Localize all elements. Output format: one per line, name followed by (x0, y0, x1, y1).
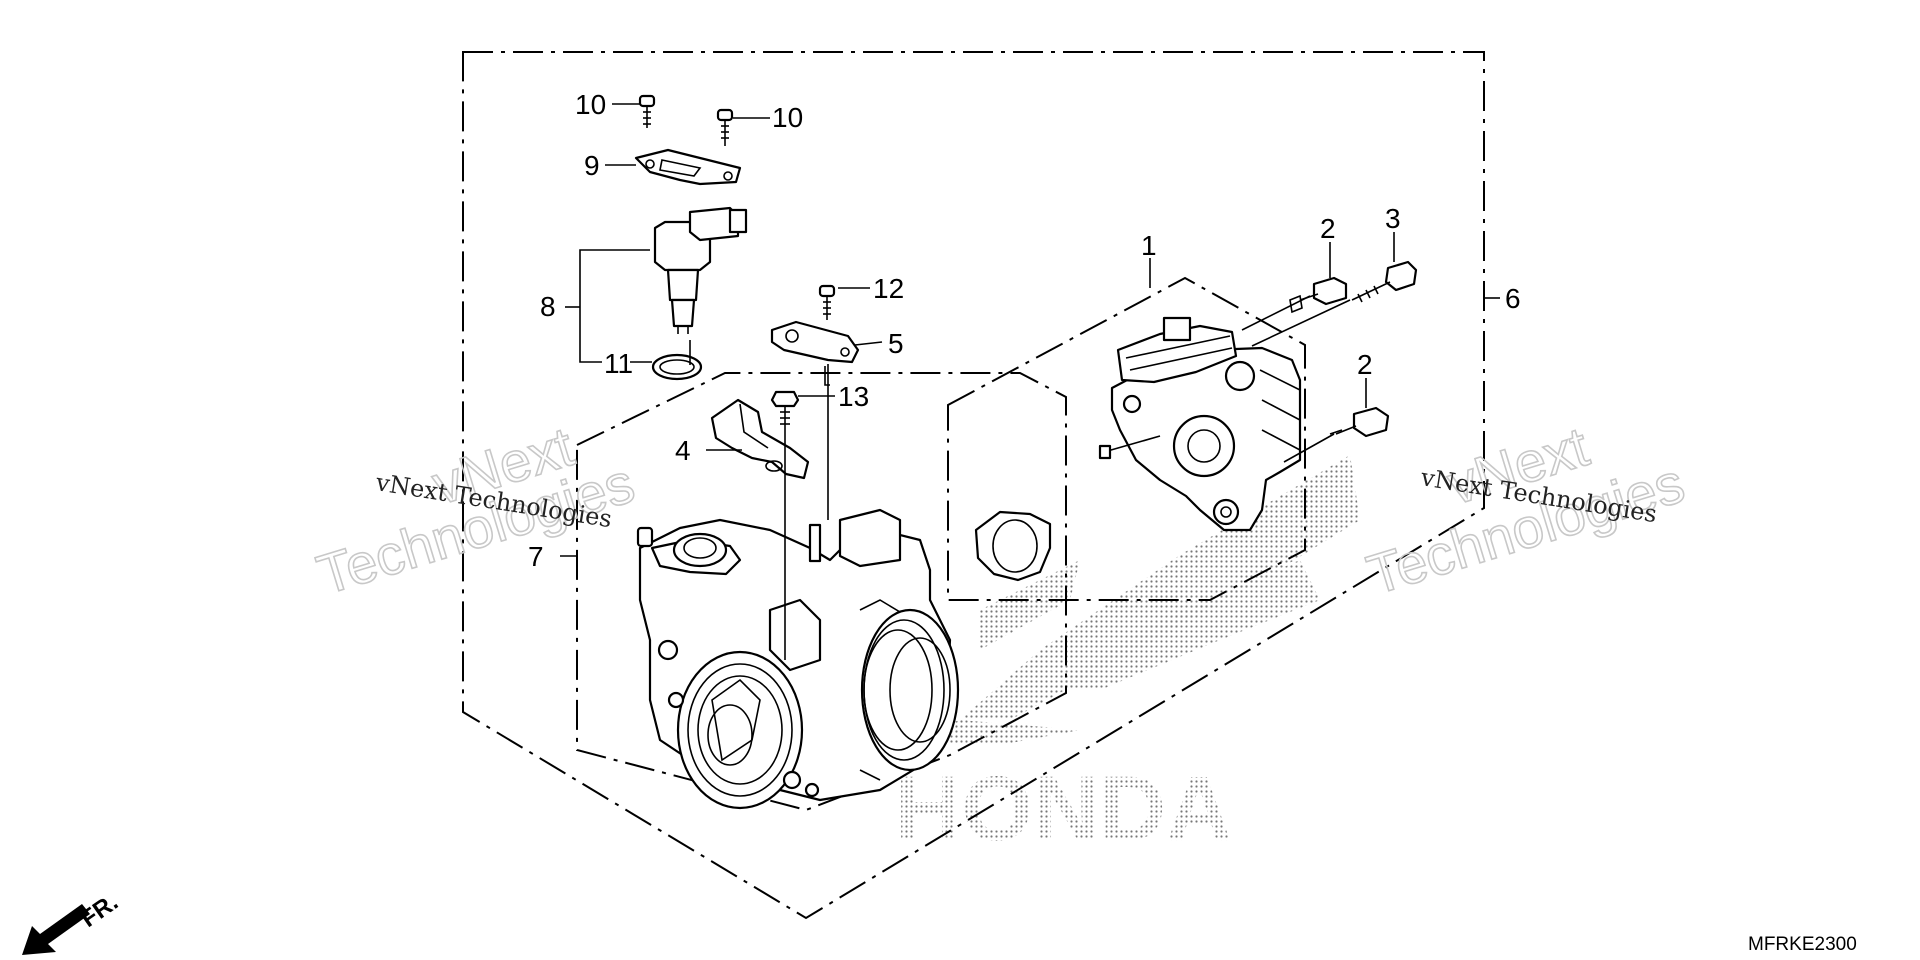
front-direction-label: FR. (76, 889, 123, 933)
callout-2-lower: 2 (1357, 349, 1373, 380)
watermark-right: vNext Technologies vNext Technologies (1359, 413, 1692, 607)
callout-4: 4 (675, 435, 691, 466)
callout-3: 3 (1385, 203, 1401, 234)
honda-wing-mark (900, 455, 1360, 745)
front-direction-arrow: FR. (22, 889, 123, 955)
callout-7: 7 (528, 541, 544, 572)
callout-6: 6 (1505, 283, 1521, 314)
callout-2-upper: 2 (1320, 213, 1336, 244)
plate-9 (634, 148, 742, 186)
gasket (974, 510, 1052, 582)
assembly-frame-1 (947, 276, 1306, 601)
callout-10-left: 10 (575, 89, 606, 120)
guide-4 (710, 398, 810, 480)
honda-wordmark: HONDA (895, 758, 1232, 860)
leader-lines (560, 103, 1500, 660)
watermark-left: vNext Technologies vNext Technologies (309, 413, 642, 607)
o-ring-11 (651, 353, 703, 381)
sensor-8 (653, 206, 748, 334)
bracket-5 (770, 320, 860, 364)
callout-9: 9 (584, 150, 600, 181)
callout-13: 13 (838, 381, 869, 412)
assembly-frame-7 (576, 372, 1067, 812)
callout-10-right: 10 (772, 102, 803, 133)
sensor-unit-1 (1098, 316, 1302, 532)
bolt-2-lower (1329, 406, 1390, 438)
assembly-frame-6 (462, 51, 1485, 920)
screw-12 (818, 284, 836, 320)
bolt-3 (1351, 260, 1418, 303)
bolt-13 (770, 390, 800, 432)
callout-5: 5 (888, 328, 904, 359)
diagram-code: MFRKE2300 (1748, 934, 1857, 955)
throttle-body-7 (636, 508, 960, 810)
callout-8: 8 (540, 291, 556, 322)
screw-10-left (638, 94, 656, 128)
bolt-2-upper (1289, 276, 1348, 314)
screw-10-right (716, 108, 734, 146)
callout-12: 12 (873, 273, 904, 304)
callout-1: 1 (1141, 230, 1157, 261)
callout-11: 11 (604, 348, 633, 379)
